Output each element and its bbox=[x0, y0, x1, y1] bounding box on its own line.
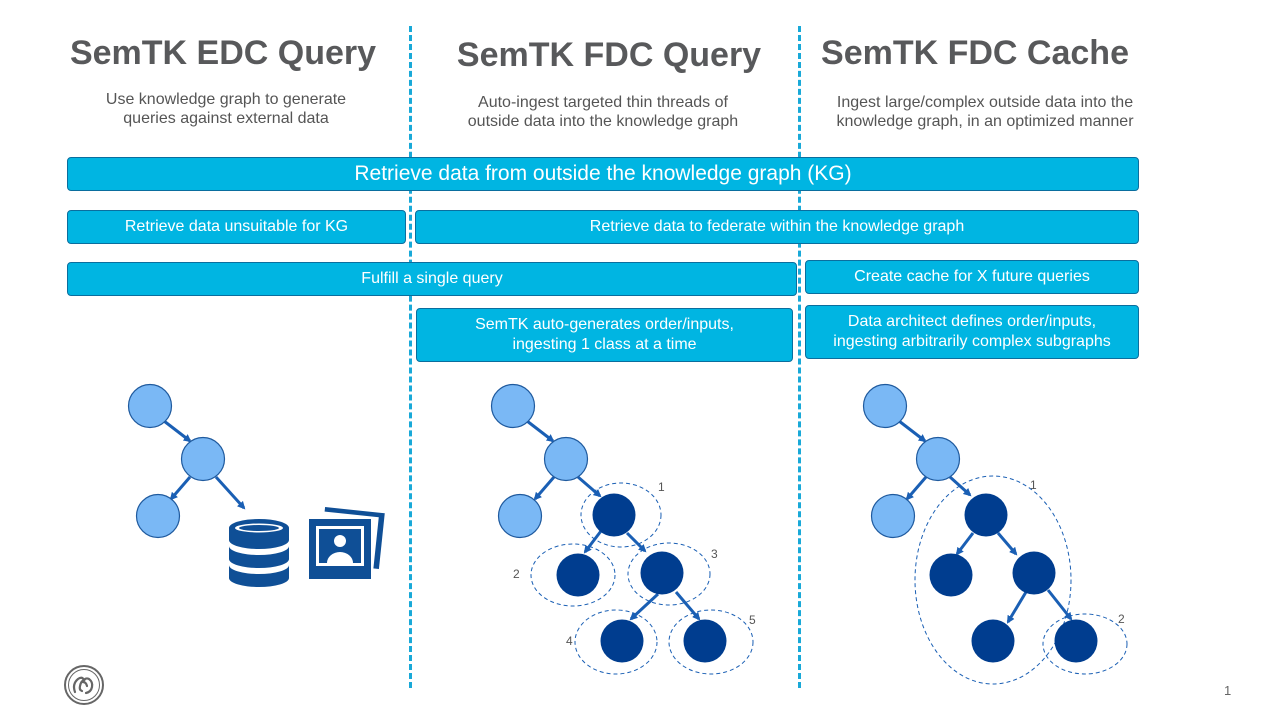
bar-retrieve-outside-kg: Retrieve data from outside the knowledge… bbox=[67, 157, 1139, 191]
graph-node bbox=[1012, 551, 1056, 595]
graph-node bbox=[1054, 619, 1098, 663]
group-label: 3 bbox=[711, 547, 718, 561]
subtitle-edc-query: Use knowledge graph to generate queries … bbox=[56, 90, 396, 128]
graph-node bbox=[135, 493, 181, 539]
subtitle-fdc-query: Auto-ingest targeted thin threads of out… bbox=[428, 93, 778, 131]
title-fdc-query: SemTK FDC Query bbox=[456, 36, 762, 74]
graph-node bbox=[180, 436, 226, 482]
graph-node bbox=[929, 553, 973, 597]
ingest-group-1 bbox=[580, 482, 662, 548]
ge-logo-icon bbox=[64, 665, 104, 705]
ingest-group-3 bbox=[627, 542, 711, 606]
group-label: 2 bbox=[513, 567, 520, 581]
title-fdc-cache: SemTK FDC Cache bbox=[821, 34, 1129, 72]
bar-fulfill-single-query: Fulfill a single query bbox=[67, 262, 797, 296]
graph-node bbox=[556, 553, 600, 597]
column-divider-right bbox=[798, 26, 801, 688]
graph-node bbox=[497, 493, 543, 539]
bar-retrieve-federate: Retrieve data to federate within the kno… bbox=[415, 210, 1139, 244]
page-number: 1 bbox=[1224, 683, 1232, 698]
fdc-query-graph: 1 2 3 4 5 bbox=[490, 383, 756, 675]
ingest-group-1 bbox=[914, 475, 1072, 685]
bar-auto-generates: SemTK auto-generates order/inputs, inges… bbox=[416, 308, 793, 362]
bar-create-cache: Create cache for X future queries bbox=[805, 260, 1139, 294]
graph-node bbox=[127, 383, 173, 429]
bar-line: ingesting 1 class at a time bbox=[512, 336, 697, 353]
ingest-group-5 bbox=[668, 609, 754, 675]
ingest-group-4 bbox=[574, 609, 658, 675]
graph-node bbox=[592, 493, 636, 537]
group-label: 2 bbox=[1118, 612, 1125, 626]
graph-node bbox=[683, 619, 727, 663]
edc-graph bbox=[127, 383, 246, 539]
graph-node bbox=[862, 383, 908, 429]
subtitle-line: outside data into the knowledge graph bbox=[467, 113, 739, 130]
graph-node bbox=[600, 619, 644, 663]
bar-architect-defines: Data architect defines order/inputs, ing… bbox=[805, 305, 1139, 359]
graph-node bbox=[490, 383, 536, 429]
photo-stack-icon bbox=[309, 507, 385, 579]
bar-line: ingesting arbitrarily complex subgraphs bbox=[833, 333, 1111, 350]
graph-node bbox=[543, 436, 589, 482]
database-icon bbox=[229, 519, 289, 587]
subtitle-line: Auto-ingest targeted thin threads of bbox=[478, 94, 728, 111]
graph-node bbox=[870, 493, 916, 539]
ingest-group-2 bbox=[530, 543, 616, 607]
group-label: 1 bbox=[658, 480, 665, 494]
group-label: 4 bbox=[566, 634, 573, 648]
graph-node bbox=[971, 619, 1015, 663]
subtitle-line: Use knowledge graph to generate bbox=[105, 91, 347, 108]
bar-retrieve-unsuitable: Retrieve data unsuitable for KG bbox=[67, 210, 406, 244]
subtitle-line: Ingest large/complex outside data into t… bbox=[836, 94, 1134, 111]
group-label: 5 bbox=[749, 613, 756, 627]
subtitle-line: queries against external data bbox=[123, 110, 329, 127]
column-divider-left bbox=[409, 26, 412, 688]
ingest-group-2 bbox=[1042, 613, 1128, 675]
graph-node bbox=[915, 436, 961, 482]
graph-node bbox=[640, 551, 684, 595]
bar-line: Data architect defines order/inputs, bbox=[847, 313, 1097, 330]
title-edc-query: SemTK EDC Query bbox=[69, 34, 377, 72]
fdc-cache-graph: 1 2 bbox=[862, 383, 1128, 685]
group-label: 1 bbox=[1030, 478, 1037, 492]
subtitle-fdc-cache: Ingest large/complex outside data into t… bbox=[800, 93, 1170, 131]
graph-node bbox=[964, 493, 1008, 537]
bar-line: SemTK auto-generates order/inputs, bbox=[475, 316, 734, 333]
subtitle-line: knowledge graph, in an optimized manner bbox=[836, 113, 1134, 130]
